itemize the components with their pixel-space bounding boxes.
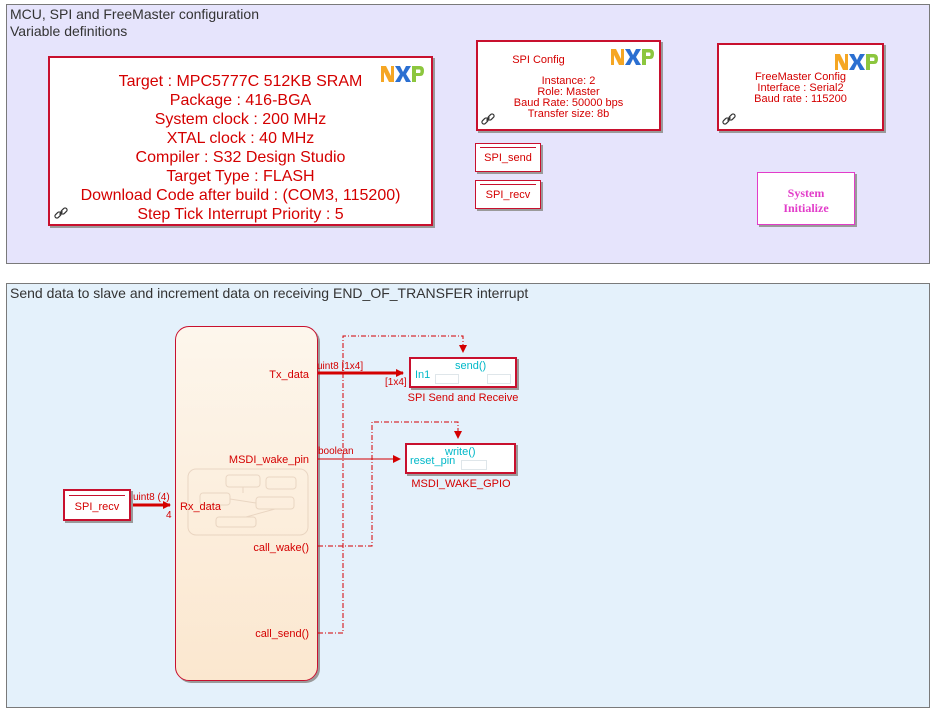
chart-out-tx-data: Tx_data [269, 369, 309, 381]
mcu-line-system-clock: System clock : 200 MHz [154, 111, 327, 128]
chart-diagram-icon [187, 468, 309, 536]
logic-area: Send data to slave and increment data on… [6, 283, 930, 708]
spi-send-receive-caption: SPI Send and Receive [407, 392, 519, 404]
config-area-title-2: Variable definitions [10, 23, 128, 39]
spi-config-baud: Baud Rate: 50000 bps [513, 97, 624, 109]
chart-in-rx-data: Rx_data [180, 501, 221, 513]
spi-recv-datastore[interactable]: SPI_recv [475, 180, 541, 209]
wire-call-send [318, 335, 467, 634]
signal-tx-dim: [1x4] [385, 377, 407, 388]
link-icon[interactable] [480, 111, 496, 127]
gpio-port-reset-pin: reset_pin [410, 455, 456, 467]
system-initialize-block[interactable]: System Initialize [757, 172, 855, 225]
spi-send-datastore[interactable]: SPI_send [475, 143, 541, 172]
wire-call-wake [318, 421, 462, 547]
mcu-line-download: Download Code after build : (COM3, 11520… [80, 187, 401, 204]
msdi-wake-gpio-caption: MSDI_WAKE_GPIO [411, 478, 511, 490]
spi-config-title: SPI Config [512, 54, 565, 66]
spi-send-label: SPI_send [484, 152, 532, 164]
signal-rx-dim: 4 [166, 510, 172, 521]
link-icon[interactable] [721, 111, 737, 127]
mcu-line-target-type: Target Type : FLASH [166, 168, 315, 185]
link-icon[interactable] [53, 205, 69, 221]
spi-config-instance: Instance: 2 [541, 75, 596, 87]
nxp-logo-icon [835, 54, 878, 70]
mcu-config-block[interactable]: Target : MPC5777C 512KB SRAM Package : 4… [48, 56, 433, 226]
logic-area-title: Send data to slave and increment data on… [10, 285, 529, 301]
spi-port-in1: In1 [415, 369, 431, 381]
freemaster-config-block[interactable]: FreeMaster Config Interface : Serial2 Ba… [717, 43, 884, 131]
spi-config-block[interactable]: SPI Config Instance: 2 Role: Master Baud… [476, 40, 661, 131]
mcu-line-xtal-clock: XTAL clock : 40 MHz [166, 130, 315, 147]
chart-event-call-wake: call_wake() [253, 542, 309, 554]
signal-tx-type: uint8 [1x4] [317, 361, 364, 372]
from-block-label: SPI_recv [74, 501, 120, 513]
gpio-trigger-write: write() [445, 446, 476, 458]
config-area-title-1: MCU, SPI and FreeMaster configuration [10, 6, 259, 22]
nxp-logo-icon [381, 66, 424, 82]
spi-send-receive-block[interactable]: In1 send() [409, 357, 517, 388]
mcu-line-package: Package : 416-BGA [169, 92, 312, 109]
freemaster-baud: Baud rate : 115200 [754, 93, 847, 105]
chart-event-call-send: call_send() [255, 628, 309, 640]
mcu-line-step-tick: Step Tick Interrupt Priority : 5 [137, 206, 344, 223]
signal-msdi-type: boolean [318, 446, 354, 457]
spi-recv-label: SPI_recv [485, 189, 531, 201]
signal-rx-type: uint8 (4) [133, 492, 170, 503]
spi-config-transfer-size: Transfer size: 8b [527, 108, 610, 120]
freemaster-interface: Interface : Serial2 [757, 82, 844, 94]
freemaster-config-title: FreeMaster Config [754, 71, 847, 83]
spi-recv-from-block[interactable]: SPI_recv [63, 489, 131, 521]
msdi-wake-gpio-block[interactable]: reset_pin write() [405, 443, 516, 474]
spi-config-role: Role: Master [537, 86, 600, 98]
chart-out-msdi-wake-pin: MSDI_wake_pin [228, 454, 309, 466]
nxp-logo-icon [611, 49, 654, 65]
stateflow-chart[interactable]: Tx_data MSDI_wake_pin Rx_data call_wake(… [175, 326, 318, 681]
system-init-line2: Initialize [783, 201, 829, 215]
mcu-line-compiler: Compiler : S32 Design Studio [135, 149, 346, 166]
mcu-line-target: Target : MPC5777C 512KB SRAM [118, 73, 363, 90]
system-init-line1: System [787, 186, 825, 200]
spi-trigger-send: send() [455, 360, 487, 372]
